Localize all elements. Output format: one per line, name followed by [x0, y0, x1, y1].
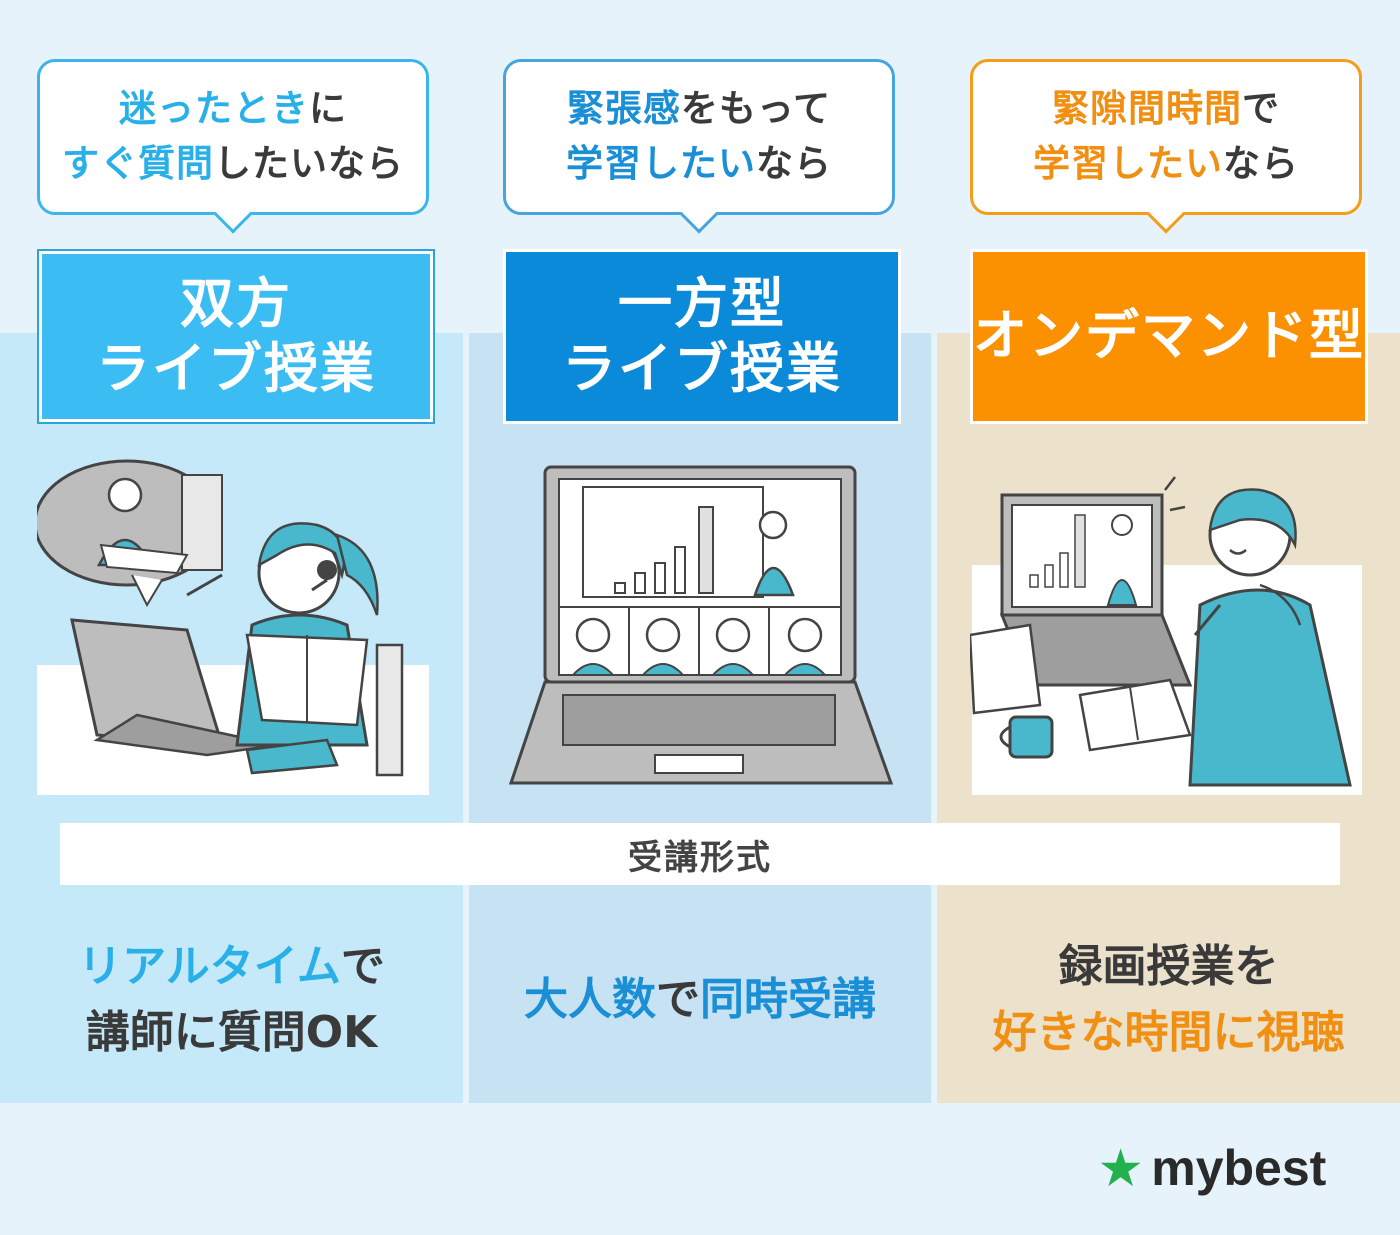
column-divider [931, 333, 937, 1103]
format-label: 受講形式 [628, 837, 772, 878]
bubble-oneway: 緊張感をもって 学習したいなら [503, 59, 895, 234]
type-title-interactive: 双方 ライブ授業 [37, 249, 435, 424]
bubble-ondemand: 緊隙間時間で 学習したいなら [970, 59, 1362, 234]
illustration-ondemand [970, 476, 1362, 795]
type-title-oneway: 一方型 ライブ授業 [503, 249, 901, 424]
bubble-tail [1146, 195, 1186, 234]
format-label-band: 受講形式 [60, 823, 1340, 885]
feature-interactive: リアルタイムで 講師に質問OK [78, 941, 385, 1058]
illustration-oneway [508, 465, 894, 785]
column-divider [463, 333, 469, 1103]
feature-ondemand: 録画授業を 好きな時間に視聴 [992, 941, 1345, 1058]
bubble-tail [679, 195, 719, 234]
bubble-tail [213, 195, 253, 234]
star-icon: ★ [1100, 1142, 1142, 1194]
bubble-interactive: 迷ったときに すぐ質問したいなら [37, 59, 429, 234]
feature-oneway: 大人数で同時受講 [524, 974, 876, 1025]
type-title-ondemand: オンデマンド型 [970, 249, 1368, 424]
illustration-interactive [37, 459, 429, 795]
mybest-logo: ★ mybest [1100, 1140, 1327, 1196]
